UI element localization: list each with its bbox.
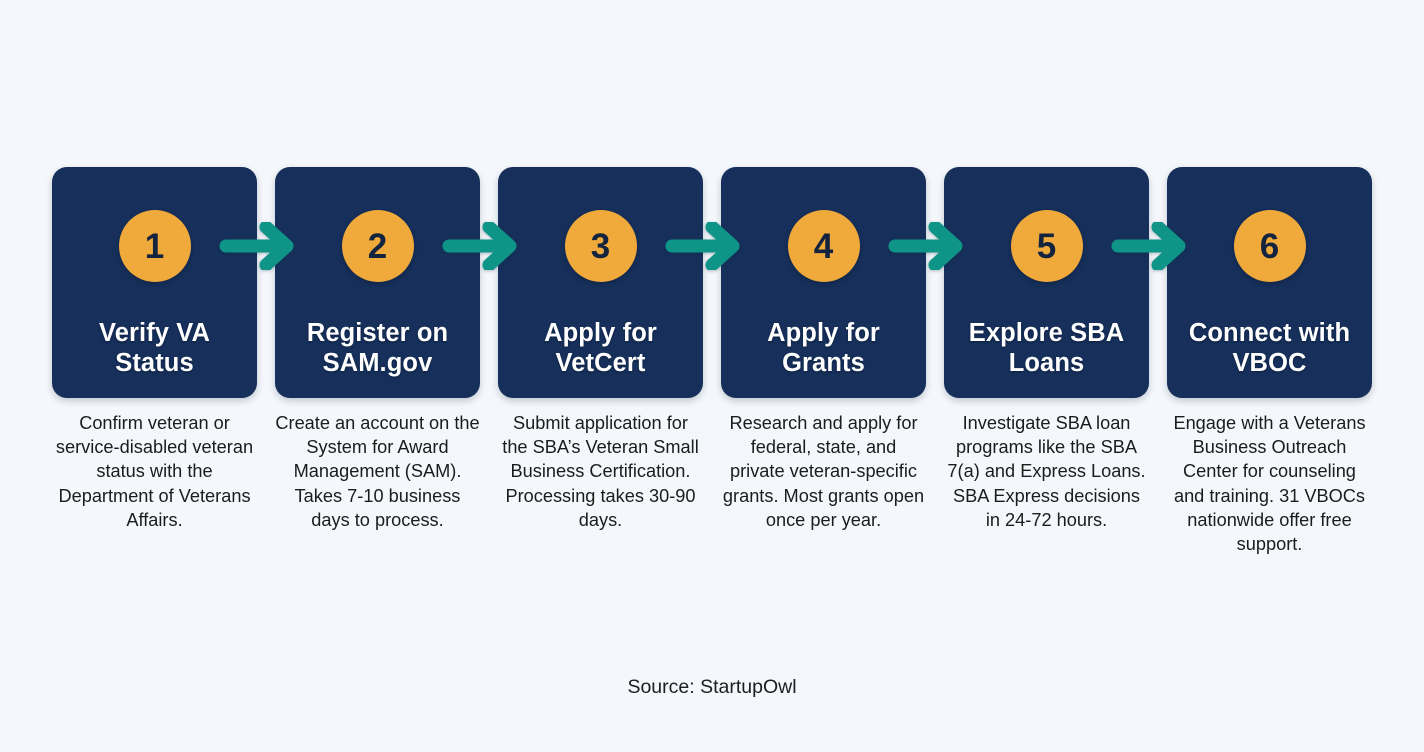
steps-row: 1 Verify VA Status Confirm veteran or se… — [52, 167, 1372, 556]
step-title-3: Apply for VetCert — [544, 319, 657, 378]
step-column-5: 5 Explore SBA Loans Investigate SBA loan… — [944, 167, 1149, 532]
step-column-2: 2 Register on SAM.gov Create an account … — [275, 167, 480, 532]
step-number-badge-4: 4 — [787, 210, 860, 282]
step-title-6: Connect with VBOC — [1188, 319, 1351, 378]
step-description-5: Investigate SBA loan programs like the S… — [947, 413, 1146, 530]
step-card-2[interactable]: 2 Register on SAM.gov — [275, 167, 480, 398]
step-number-badge-5: 5 — [1010, 210, 1083, 282]
step-description-1: Confirm veteran or service-disabled vete… — [55, 413, 254, 530]
step-number-badge-1: 1 — [118, 210, 191, 282]
step-number-badge-6: 6 — [1233, 210, 1306, 282]
step-column-3: 3 Apply for VetCert Submit application f… — [498, 167, 703, 532]
step-column-1: 1 Verify VA Status Confirm veteran or se… — [52, 167, 257, 532]
step-number-badge-3: 3 — [564, 210, 637, 282]
step-description-2: Create an account on the System for Awar… — [275, 413, 480, 530]
step-card-3[interactable]: 3 Apply for VetCert — [498, 167, 703, 398]
step-description-4: Research and apply for federal, state, a… — [722, 413, 925, 530]
step-column-6: 6 Connect with VBOC Engage with a Vetera… — [1167, 167, 1372, 556]
source-attribution: Source: StartupOwl — [627, 676, 797, 698]
step-column-4: 4 Apply for Grants Research and apply fo… — [721, 167, 926, 532]
step-title-4: Apply for Grants — [767, 319, 880, 378]
step-number-badge-2: 2 — [341, 210, 414, 282]
step-title-2: Register on SAM.gov — [306, 319, 449, 378]
step-card-5[interactable]: 5 Explore SBA Loans — [944, 167, 1149, 398]
step-title-1: Verify VA Status — [99, 319, 210, 378]
step-card-1[interactable]: 1 Verify VA Status — [52, 167, 257, 398]
step-description-3: Submit application for the SBA’s Veteran… — [502, 413, 699, 530]
step-description-6: Engage with a Veterans Business Outreach… — [1173, 413, 1366, 555]
step-card-6[interactable]: 6 Connect with VBOC — [1167, 167, 1372, 398]
step-card-4[interactable]: 4 Apply for Grants — [721, 167, 926, 398]
step-title-5: Explore SBA Loans — [968, 319, 1125, 378]
